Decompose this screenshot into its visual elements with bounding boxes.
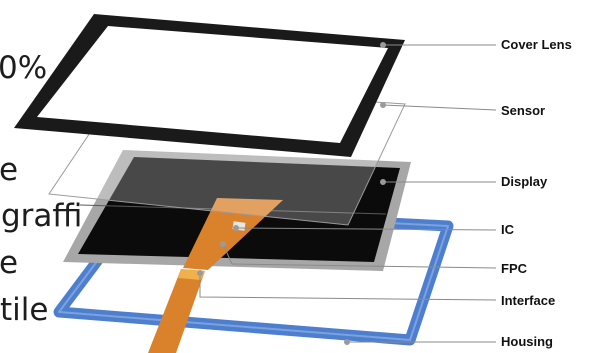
- label-ic: IC: [501, 222, 514, 237]
- fpc-layer: [148, 269, 205, 353]
- label-interface: Interface: [501, 293, 555, 308]
- cover-lens-layer: [14, 14, 405, 157]
- label-cover-lens: Cover Lens: [501, 37, 572, 52]
- label-sensor: Sensor: [501, 103, 545, 118]
- label-housing: Housing: [501, 334, 553, 349]
- label-display: Display: [501, 174, 547, 189]
- label-fpc: FPC: [501, 261, 527, 276]
